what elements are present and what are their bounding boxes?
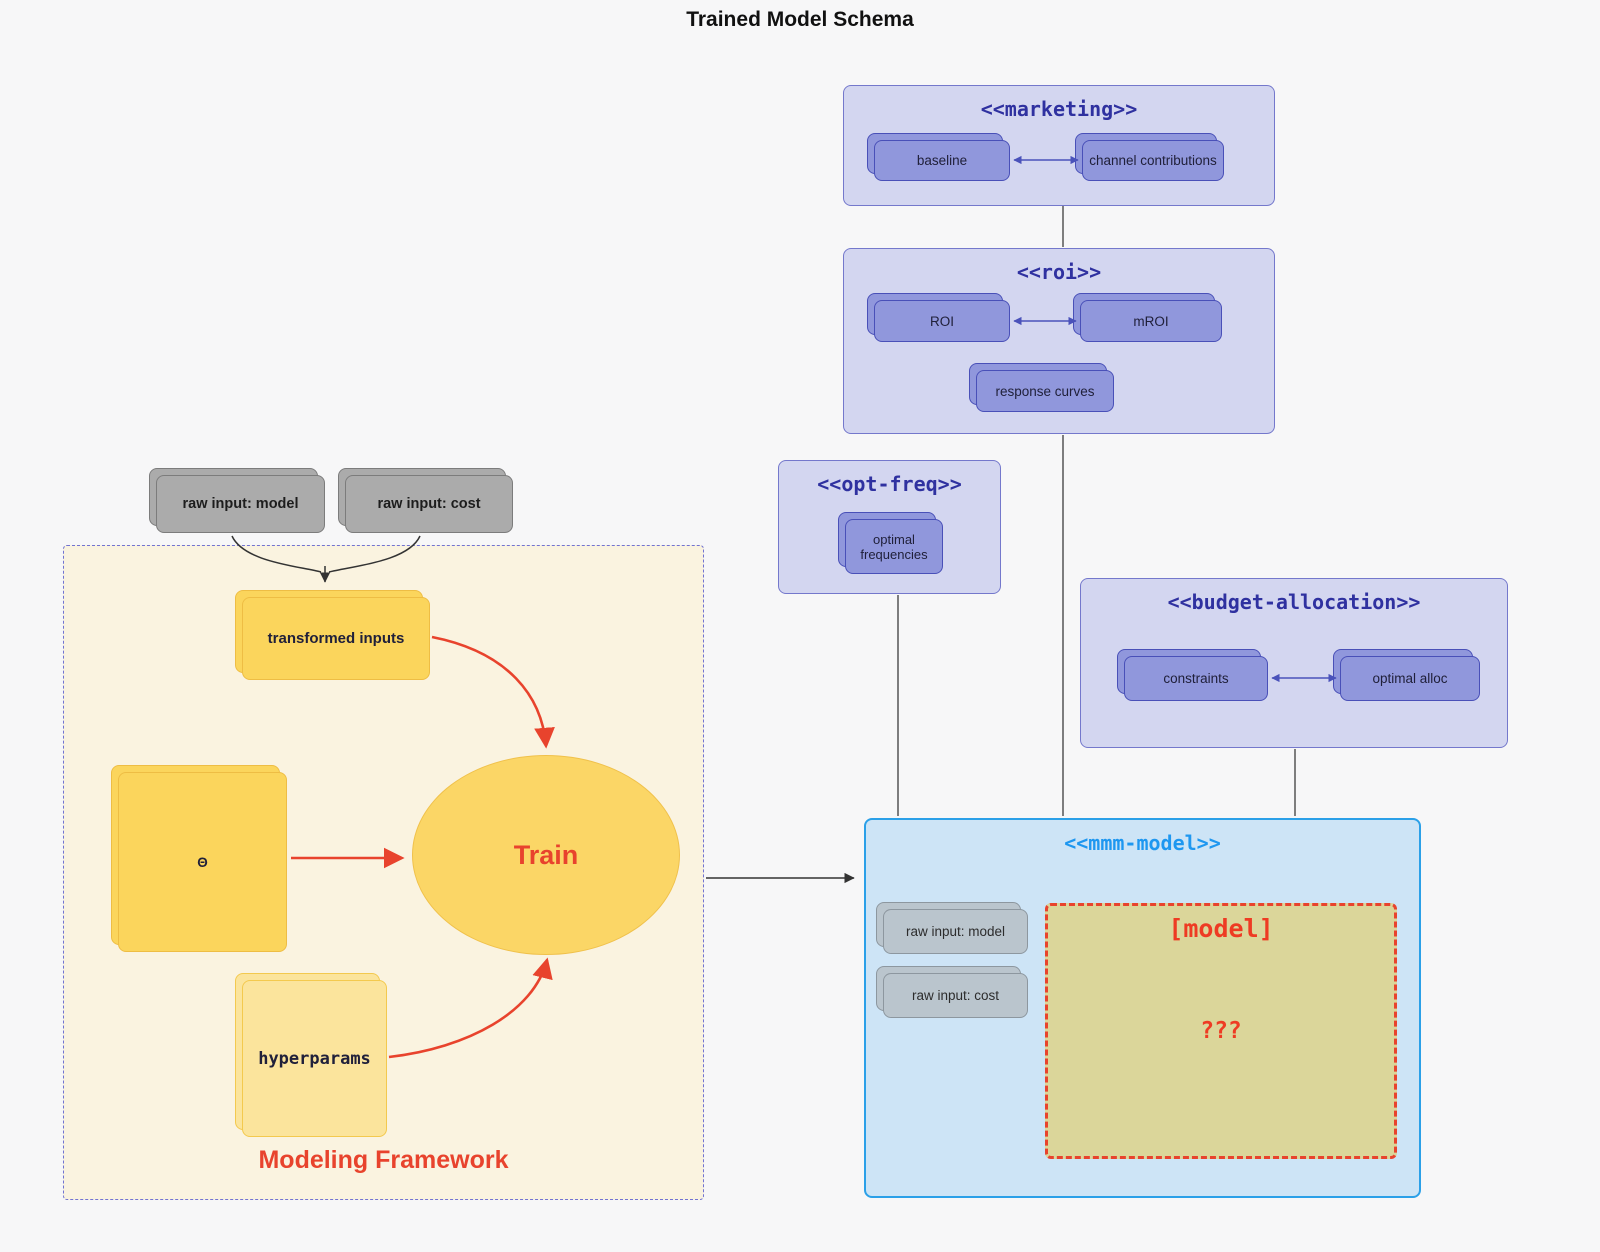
node-baseline: baseline xyxy=(867,133,1010,181)
node-mmm-raw-input-cost: raw input: cost xyxy=(876,966,1028,1018)
node-theta: Θ xyxy=(111,765,287,952)
node-roi: ROI xyxy=(867,293,1010,342)
budget-allocation-title: <<budget-allocation>> xyxy=(1167,590,1421,614)
model-placeholder-box: [model] ??? xyxy=(1045,903,1397,1159)
node-optimal-alloc: optimal alloc xyxy=(1333,649,1480,701)
node-mroi: mROI xyxy=(1073,293,1222,342)
roi-title: <<roi>> xyxy=(1016,260,1102,284)
unknown-label: ??? xyxy=(1200,1018,1242,1044)
node-raw-input-model: raw input: model xyxy=(149,468,325,533)
node-response-curves: response curves xyxy=(969,363,1114,412)
node-hyperparams: hyperparams xyxy=(235,973,387,1137)
node-optimal-frequencies: optimal frequencies xyxy=(838,512,943,574)
node-constraints: constraints xyxy=(1117,649,1268,701)
node-raw-input-cost: raw input: cost xyxy=(338,468,513,533)
node-mmm-raw-input-model: raw input: model xyxy=(876,902,1028,954)
node-channel-contributions: channel contributions xyxy=(1075,133,1224,181)
node-transformed-inputs: transformed inputs xyxy=(235,590,430,680)
marketing-title: <<marketing>> xyxy=(980,97,1138,121)
opt-freq-title: <<opt-freq>> xyxy=(817,472,962,496)
diagram-title: Trained Model Schema xyxy=(686,8,914,31)
node-train: Train xyxy=(412,755,680,955)
mmm-model-title: <<mmm-model>> xyxy=(1064,831,1221,855)
train-label: Train xyxy=(513,839,579,870)
model-placeholder-label: [model] xyxy=(1168,914,1274,943)
modeling-framework-label: Modeling Framework xyxy=(258,1146,509,1174)
